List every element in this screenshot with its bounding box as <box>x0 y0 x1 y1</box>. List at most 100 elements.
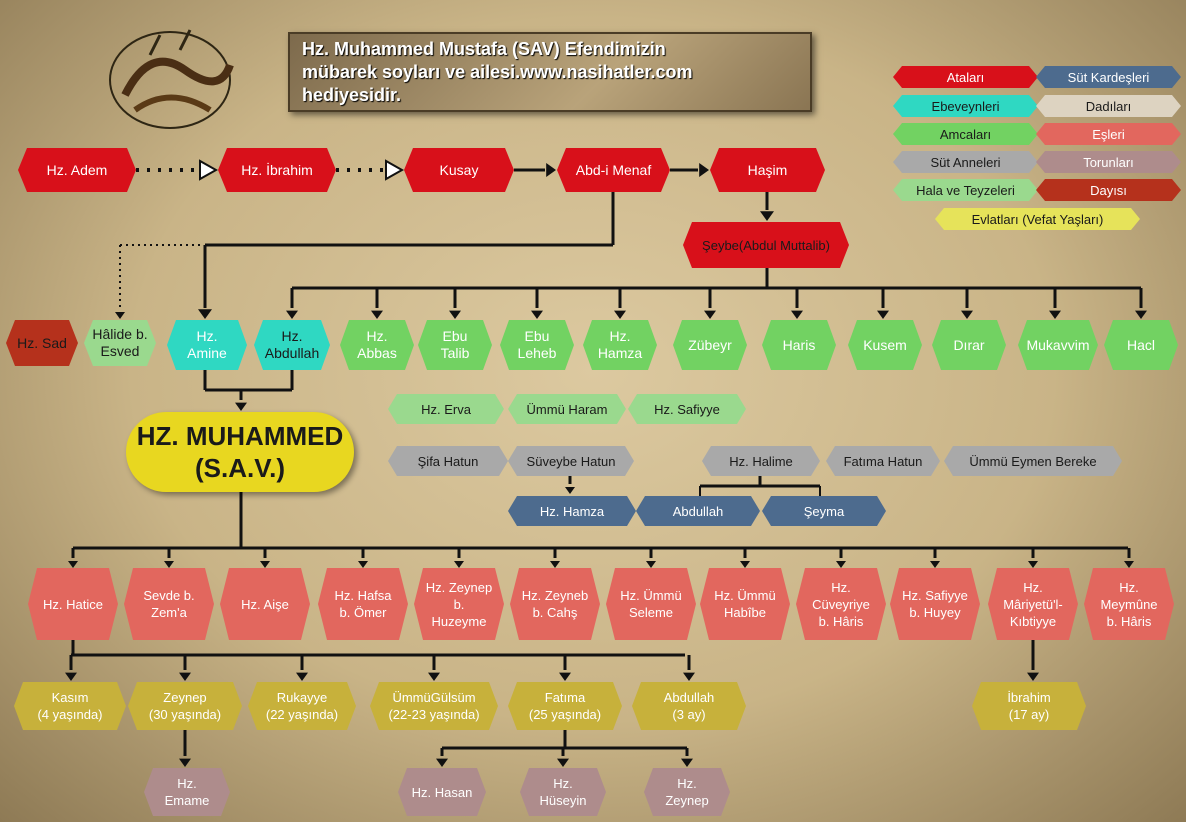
arrowhead <box>296 672 308 681</box>
wife-node-5: Hz. Zeyneb b. Cahş <box>510 568 600 640</box>
legend-item-2-label: Ebeveynleri <box>931 98 1000 114</box>
grandchild-node-0-label: Hz. Emame <box>164 776 210 808</box>
arrowhead <box>704 310 716 319</box>
child-node-2: Rukayye (22 yaşında) <box>248 682 356 730</box>
wetnurse-node-2: Hz. Halime <box>702 446 820 476</box>
arrowhead <box>179 758 191 767</box>
open-arrowhead <box>199 159 219 181</box>
legend-item-1: Süt Kardeşleri <box>1036 66 1181 88</box>
legend-item-9: Dayısı <box>1036 179 1181 201</box>
arrowhead <box>531 310 543 319</box>
arrowhead <box>565 487 575 494</box>
ancestor-node-4-label: Haşim <box>747 161 788 178</box>
ancestor-node-3: Abd-i Menaf <box>557 148 670 192</box>
legend-item-2: Ebeveynleri <box>893 95 1038 117</box>
legend-item-1-label: Süt Kardeşleri <box>1067 69 1150 85</box>
legend-item-8: Hala ve Teyzeleri <box>893 179 1038 201</box>
wife-node-8: Hz. Cüveyriye b. Hâris <box>796 568 886 640</box>
legend-item-10: Evlatları (Vefat Yaşları) <box>935 208 1140 230</box>
milk-sibling-node-0-label: Hz. Hamza <box>539 503 605 519</box>
child-node-5-label: Abdullah (3 ay) <box>663 690 715 722</box>
center-subtitle: (S.A.V.) <box>194 453 286 483</box>
ancestor-node-4: Haşim <box>710 148 825 192</box>
grandchild-node-1-label: Hz. Hasan <box>411 784 473 800</box>
arrowhead <box>436 758 448 767</box>
wetnurse-node-0-label: Şifa Hatun <box>417 453 479 469</box>
uncle-node-6: Kusem <box>848 320 922 370</box>
child-node-4-label: Fatıma (25 yaşında) <box>528 690 602 722</box>
arrowhead <box>65 672 77 681</box>
wife-node-10-label: Hz. Mâriyetü'l- Kıbtiyye <box>1003 579 1063 629</box>
arrowhead <box>358 561 368 568</box>
maternal-grandmother-node-label: Hâlide b. Esved <box>92 326 148 359</box>
wife-node-9: Hz. Safiyye b. Huyey <box>890 568 980 640</box>
wife-node-11-label: Hz. Meymûne b. Hâris <box>1100 579 1158 629</box>
legend-item-4: Amcaları <box>893 123 1038 145</box>
maternal-grandmother-node: Hâlide b. Esved <box>84 320 156 366</box>
arrowhead <box>546 163 556 177</box>
arrowhead <box>740 561 750 568</box>
arrowhead <box>683 672 695 681</box>
grandchild-node-3-label: Hz. Zeynep <box>665 776 709 808</box>
arrowhead <box>449 310 461 319</box>
arrowhead <box>760 211 774 221</box>
wife-node-1-label: Sevde b. Zem'a <box>143 588 195 620</box>
legend-item-8-label: Hala ve Teyzeleri <box>916 182 1015 198</box>
uncle-node-8-label: Mukavvim <box>1026 336 1090 353</box>
arrowhead <box>454 561 464 568</box>
arrowhead <box>614 310 626 319</box>
ancestor-node-1-label: Hz. İbrahim <box>241 161 313 178</box>
wetnurse-node-0: Şifa Hatun <box>388 446 508 476</box>
child-node-0: Kasım (4 yaşında) <box>14 682 126 730</box>
arrowhead <box>961 310 973 319</box>
maternal-uncle-node-label: Hz. Sad <box>17 334 67 351</box>
uncle-node-2: Ebu Leheb <box>500 320 574 370</box>
wetnurse-node-2-label: Hz. Halime <box>729 453 793 469</box>
wetnurse-node-3-label: Fatıma Hatun <box>843 453 923 469</box>
arrowhead <box>1027 672 1039 681</box>
uncle-node-0: Hz. Abbas <box>340 320 414 370</box>
child-node-1: Zeynep (30 yaşında) <box>128 682 242 730</box>
uncle-node-5: Haris <box>762 320 836 370</box>
arrowhead <box>179 672 191 681</box>
grandchild-node-1: Hz. Hasan <box>398 768 486 816</box>
arrowhead <box>198 309 212 319</box>
legend-item-4-label: Amcaları <box>939 126 992 142</box>
arrowhead <box>877 310 889 319</box>
legend-item-3: Dadıları <box>1036 95 1181 117</box>
ancestor-node-3-label: Abd-i Menaf <box>575 161 652 178</box>
parent-node-amine-label: Hz. Amine <box>187 328 227 361</box>
child-node-4: Fatıma (25 yaşında) <box>508 682 622 730</box>
arrowhead <box>260 561 270 568</box>
legend-item-5: Eşleri <box>1036 123 1181 145</box>
uncle-node-0-label: Hz. Abbas <box>357 328 397 361</box>
arrowhead <box>371 310 383 319</box>
legend-item-5-label: Eşleri <box>1092 126 1125 142</box>
wife-node-6: Hz. Ümmü Seleme <box>606 568 696 640</box>
aunt-node-1-label: Ümmü Haram <box>526 401 608 417</box>
uncle-node-7-label: Dırar <box>953 336 985 353</box>
uncle-node-5-label: Haris <box>782 336 816 353</box>
parent-node-abdullah: Hz. Abdullah <box>254 320 330 370</box>
diagram-title: Hz. Muhammed Mustafa (SAV) Efendimizin m… <box>288 32 812 112</box>
milk-sibling-node-2: Şeyma <box>762 496 886 526</box>
wife-node-4-label: Hz. Zeynep b. Huzeyme <box>425 579 493 629</box>
legend-item-3-label: Dadıları <box>1085 98 1132 114</box>
wife-node-0-label: Hz. Hatice <box>43 596 103 612</box>
wetnurse-node-4-label: Ümmü Eymen Bereke <box>969 453 1097 469</box>
milk-sibling-node-2-label: Şeyma <box>803 503 845 519</box>
arrowhead <box>681 758 693 767</box>
aunt-node-0-label: Hz. Erva <box>421 401 471 417</box>
parent-node-amine: Hz. Amine <box>167 320 247 370</box>
ancestor-node-5: Şeybe(Abdul Muttalib) <box>683 222 849 268</box>
child-node-3: ÜmmüGülsüm (22-23 yaşında) <box>370 682 498 730</box>
arrowhead <box>428 672 440 681</box>
ancestor-node-0-label: Hz. Adem <box>46 161 108 178</box>
center-title: HZ. MUHAMMED <box>136 421 344 451</box>
uncle-node-8: Mukavvim <box>1018 320 1098 370</box>
legend-item-6-label: Süt Anneleri <box>930 154 1001 170</box>
wife-node-11: Hz. Meymûne b. Hâris <box>1084 568 1174 640</box>
uncle-node-2-label: Ebu Leheb <box>517 328 557 361</box>
open-arrowhead <box>385 159 405 181</box>
maternal-uncle-node: Hz. Sad <box>6 320 78 366</box>
